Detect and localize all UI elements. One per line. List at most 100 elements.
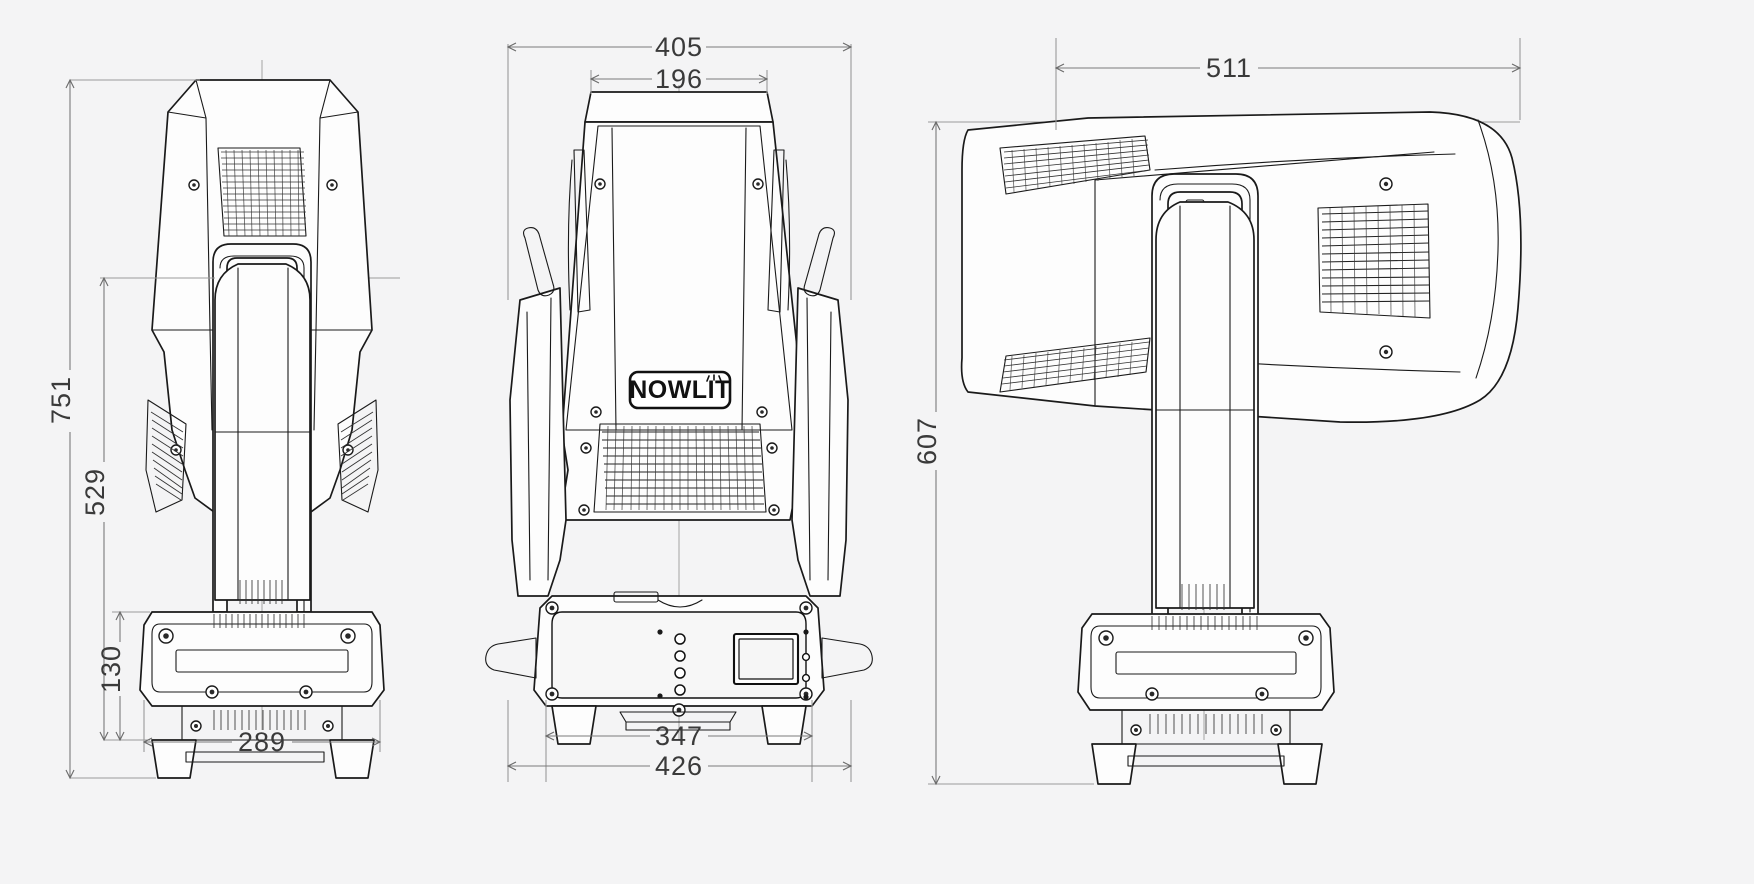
side-lower-vent-left (145, 399, 187, 513)
rear-angle-view (930, 111, 1522, 785)
front-head-side-curve (567, 159, 791, 311)
front-yoke-arm-right (791, 287, 849, 597)
side-head-edge-left (195, 79, 213, 431)
front-yoke-left-lines (526, 297, 552, 581)
rear-view-dimensions: 511 607 (912, 38, 1522, 786)
arrow-426-right (842, 761, 853, 771)
side-top-vent-grille (217, 147, 307, 237)
arrow-405-right (842, 42, 853, 52)
front-yoke-right-lines (806, 297, 832, 581)
sparkle-icon (706, 374, 722, 382)
side-yoke-inner (219, 255, 305, 613)
arrow-196-right (758, 74, 769, 84)
arrow-196-left (589, 74, 600, 84)
rear-lower-vent (999, 337, 1151, 393)
front-yoke-arm-left (509, 287, 567, 597)
rear-base-bar (1115, 651, 1297, 675)
front-head-vent-left (573, 149, 591, 313)
front-foot-left (551, 705, 597, 745)
front-clamp-left (485, 637, 537, 679)
front-panel-indicators (801, 629, 811, 700)
side-lower-vent-right (337, 399, 379, 513)
arrow-130-bottom (115, 731, 125, 742)
rear-base-bottom-vents (1149, 714, 1263, 734)
side-base-inset (151, 623, 373, 693)
side-base-screws (158, 628, 356, 699)
dimension-511: 511 (1206, 53, 1252, 83)
side-column-vents (239, 580, 283, 604)
rear-base-lower (1121, 709, 1291, 745)
side-base-lower (181, 705, 343, 741)
dimension-130: 130 (96, 645, 126, 693)
dimension-347: 347 (655, 721, 703, 751)
rear-base-top-vents (1151, 616, 1258, 630)
side-bottom-plate (185, 751, 325, 763)
dimension-196: 196 (655, 64, 703, 94)
side-head-edge-right (313, 79, 331, 431)
rear-head-right-cap (1475, 119, 1499, 379)
front-base-label-plate (613, 591, 659, 603)
arrow-607-bottom (931, 775, 941, 786)
side-base-bar (175, 649, 349, 673)
dimension-607: 607 (912, 417, 942, 465)
rear-upper-vent (999, 135, 1151, 195)
rear-base-screws (1098, 630, 1314, 701)
front-bracket-lip (625, 721, 731, 731)
side-base-bottom-vents (213, 710, 306, 730)
side-base-top-vents (213, 614, 305, 628)
arrow-511-right (1511, 63, 1522, 73)
rear-base-body (1077, 613, 1335, 711)
dimension-529: 529 (80, 468, 110, 516)
front-head-top-cap (584, 91, 774, 123)
arrow-289-left (142, 737, 153, 747)
dimension-405: 405 (655, 32, 703, 62)
front-foot-right (761, 705, 807, 745)
arrow-426-left (506, 761, 517, 771)
rear-screws (1379, 177, 1393, 359)
arrow-347-left (544, 731, 555, 741)
rear-base-screws-lower (1130, 724, 1282, 736)
rear-main-grille (1317, 203, 1431, 319)
front-head-inner (565, 125, 793, 431)
arrow-347-right (803, 731, 814, 741)
side-base-screws-lower (190, 720, 334, 732)
front-base-notch (657, 599, 703, 608)
front-main-grille (593, 423, 767, 513)
front-view: NOWLIT (485, 85, 873, 745)
arrow-529-top (99, 276, 109, 287)
arrow-751-top (65, 78, 75, 89)
front-clamp-right (821, 637, 873, 679)
side-foot-right (329, 739, 375, 779)
rear-column (1155, 201, 1255, 609)
front-lcd-inner (738, 638, 794, 680)
rear-column-vents (1181, 584, 1225, 610)
arrow-751-bottom (65, 769, 75, 780)
front-handle-right (803, 227, 836, 297)
front-panel-buttons[interactable] (657, 629, 686, 699)
arrow-511-left (1054, 63, 1065, 73)
rear-foot-left (1091, 743, 1137, 785)
side-foot-left (151, 739, 197, 779)
side-head-top-bevel (167, 111, 359, 119)
arrow-607-top (931, 120, 941, 131)
dimension-289: 289 (238, 727, 286, 757)
front-view-dimensions: 405 196 347 426 (506, 32, 853, 782)
brand-logo: NOWLIT (628, 370, 732, 410)
dimension-751: 751 (46, 376, 76, 424)
rear-bottom-plate (1127, 755, 1285, 767)
rear-base-inset (1090, 625, 1322, 699)
front-head-panel-lines (611, 127, 747, 431)
rear-yoke-inner (1159, 183, 1251, 613)
front-panel-screws (545, 601, 813, 717)
brand-logo-text: NOWLIT (629, 376, 731, 404)
arrow-130-top (115, 610, 125, 621)
rear-foot-right (1277, 743, 1323, 785)
side-view (100, 60, 400, 779)
front-handle-left (522, 227, 555, 297)
side-base-body (139, 611, 385, 707)
arrow-289-right (371, 737, 382, 747)
arrow-529-bottom (99, 731, 109, 742)
dimension-426: 426 (655, 751, 703, 781)
front-head-vent-right (767, 149, 785, 313)
